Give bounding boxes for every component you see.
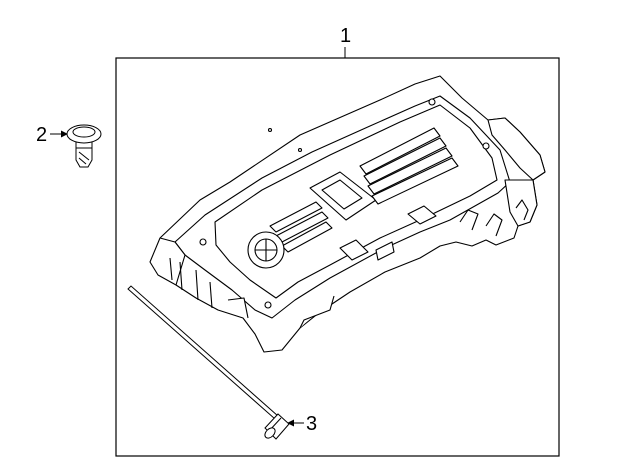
callout-3-arrow (287, 419, 304, 427)
callout-2-arrow (50, 130, 68, 138)
rod-stud-part (127, 285, 290, 440)
callout-1-label: 1 (340, 25, 351, 47)
grommet-clip-part (66, 124, 102, 168)
callout-2-label: 2 (36, 124, 47, 146)
callout-3-label: 3 (306, 413, 317, 435)
assembly-frame (115, 57, 560, 457)
engine-cover-part (149, 75, 546, 353)
